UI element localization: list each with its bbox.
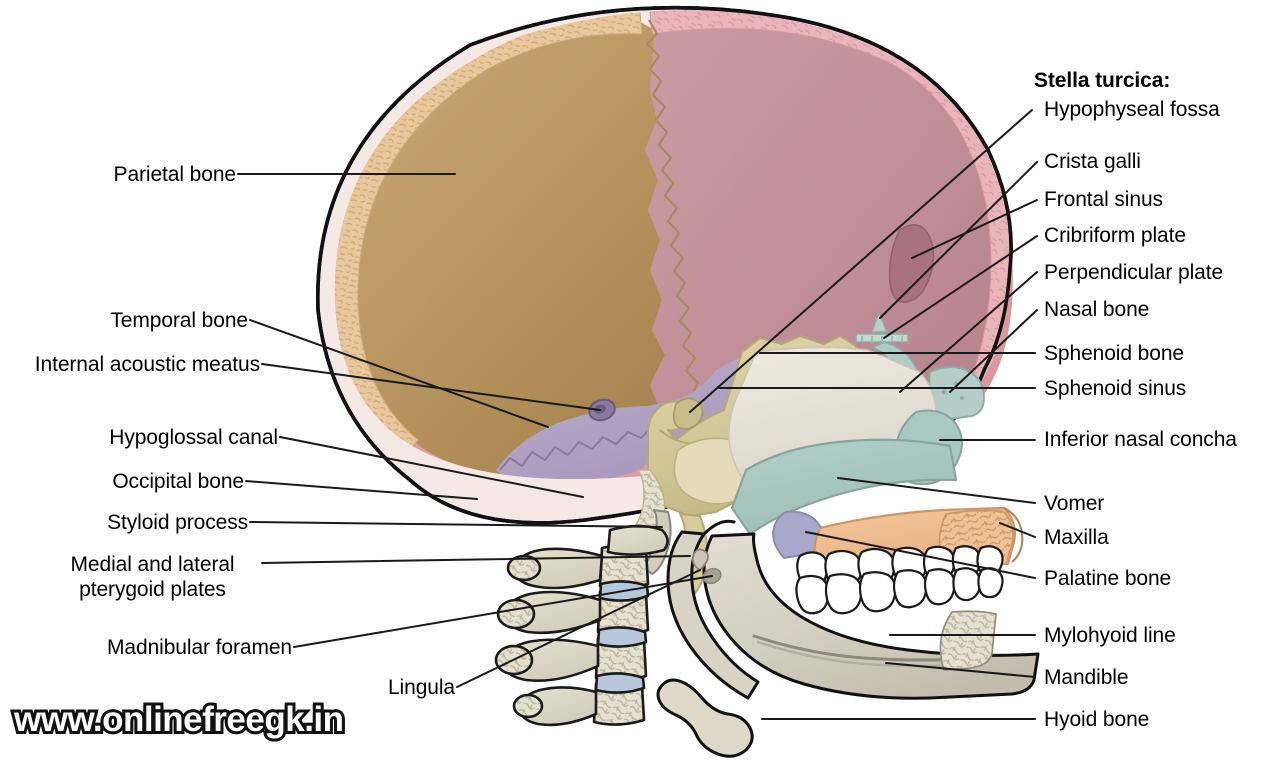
mandible-trabeculae (939, 610, 997, 671)
intervertebral-disc-3 (594, 672, 646, 694)
label-parietal-bone: Parietal bone (113, 163, 237, 186)
hyoid-bone (656, 678, 754, 758)
label-mandible: Mandible (1044, 666, 1129, 689)
label-sella-turcica-header: Stella turcica: (1034, 69, 1171, 92)
skull-outline-stroke (316, 5, 1013, 525)
leader-lingula (456, 569, 701, 688)
leader-internal-acoustic-meatus (261, 363, 601, 411)
leader-crista-galli (879, 161, 1038, 319)
label-hypophyseal-fossa: Hypophyseal fossa (1044, 98, 1220, 121)
label-sphenoid-bone: Sphenoid bone (1044, 342, 1184, 365)
label-vomer: Vomer (1044, 492, 1105, 515)
label-palatine-bone: Palatine bone (1044, 567, 1172, 590)
label-internal-acoustic-meatus: Internal acoustic meatus (34, 353, 260, 376)
label-crista-galli: Crista galli (1044, 150, 1141, 173)
process-end-2 (496, 598, 536, 630)
leader-mandibular-foramen (293, 575, 713, 648)
label-temporal-bone: Temporal bone (110, 309, 248, 332)
leader-occipital-bone (245, 480, 478, 500)
vomer (730, 438, 958, 536)
label-nasal-bone: Nasal bone (1044, 298, 1150, 321)
label-sphenoid-sinus: Sphenoid sinus (1044, 377, 1187, 400)
leader-perpendicular-plate (899, 271, 1038, 393)
process-end-4 (512, 693, 544, 719)
frontal-sinus-cavity (888, 224, 935, 303)
label-mandibular-foramen: Madnibular foramen (107, 636, 292, 659)
leader-frontal-sinus (911, 199, 1038, 259)
leader-maxilla (999, 522, 1036, 538)
label-hypoglossal-canal: Hypoglossal canal (109, 426, 278, 449)
process-end-1 (506, 554, 542, 582)
leader-pterygoid-plates (261, 555, 691, 564)
leader-hypoglossal-canal (279, 436, 584, 498)
leader-hypophyseal-fossa (689, 109, 1033, 413)
label-styloid-process: Styloid process (107, 511, 248, 534)
leader-temporal-bone (249, 319, 549, 428)
teeth-group (795, 545, 1004, 615)
parietal-bone-region (345, 22, 665, 476)
lingula (691, 548, 709, 572)
intervertebral-disc-2 (596, 626, 648, 648)
label-inferior-nasal-concha: Inferior nasal concha (1044, 428, 1237, 451)
label-occipital-bone: Occipital bone (112, 470, 244, 493)
occipital-condyle (606, 524, 669, 556)
lower-teeth (795, 567, 1004, 615)
label-hyoid-bone: Hyoid bone (1044, 708, 1150, 731)
leader-vomer (837, 477, 1036, 504)
label-pterygoid-plates: Medial and lateral pterygoid plates (70, 553, 235, 601)
leader-lines (237, 109, 1038, 720)
label-maxilla: Maxilla (1044, 526, 1109, 549)
temporal-bone-region (496, 356, 776, 479)
leader-palatine-bone (805, 531, 1036, 579)
label-cribriform-plate: Cribriform plate (1044, 224, 1186, 247)
leader-styloid-process (249, 521, 663, 528)
label-perpendicular-plate: Perpendicular plate (1044, 261, 1224, 284)
leader-nasal-bone (949, 309, 1038, 393)
site-watermark: www.onlinefreegk.in (11, 697, 347, 742)
watermark-text: www.onlinefreegk.in (11, 697, 347, 742)
coronal-suture (645, 19, 702, 409)
leader-mandible (885, 662, 1036, 678)
leader-cribriform-plate (883, 235, 1038, 339)
label-lingula: Lingula (387, 676, 455, 699)
cervical-vertebrae-group (494, 524, 669, 727)
label-frontal-sinus: Frontal sinus (1044, 188, 1163, 211)
label-mylohyoid-line: Mylohyoid line (1044, 624, 1176, 647)
